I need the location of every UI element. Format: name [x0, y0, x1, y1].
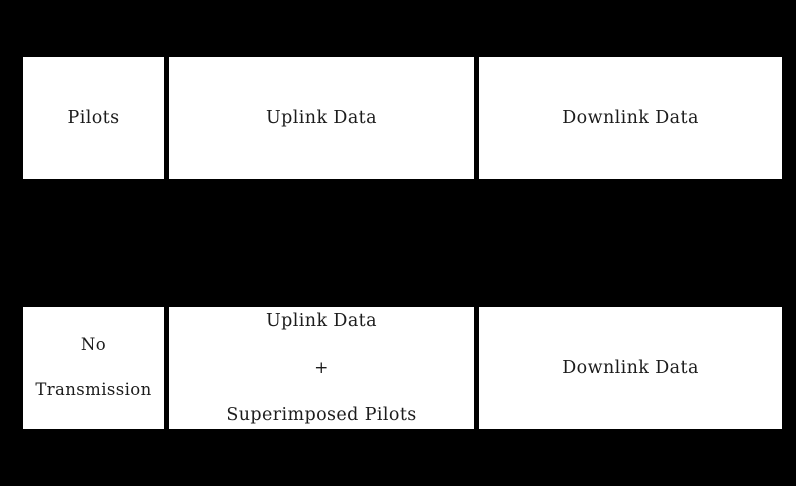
plus-sign-icon: + [314, 357, 329, 378]
slot-downlink-data: Downlink Data [478, 56, 783, 180]
slot-downlink-data-label: Downlink Data [562, 107, 699, 128]
slot-no-transmission-label-line-2: Transmission [35, 380, 152, 400]
slot-uplink-superimposed-label-line-1: Uplink Data [266, 310, 377, 331]
slot-uplink-data-label: Uplink Data [266, 107, 377, 128]
slot-downlink-data-2: Downlink Data [478, 306, 783, 430]
slot-uplink-data-superimposed: Uplink Data + Superimposed Pilots [168, 306, 475, 430]
slot-uplink-data: Uplink Data [168, 56, 475, 180]
slot-uplink-superimposed-label: Uplink Data + Superimposed Pilots [222, 307, 420, 429]
slot-no-transmission-label: No Transmission [31, 311, 155, 425]
slot-no-transmission: No Transmission [22, 306, 165, 430]
slot-no-transmission-label-line-1: No [80, 334, 107, 354]
slot-pilots-label: Pilots [67, 107, 120, 128]
slot-pilots: Pilots [22, 56, 165, 180]
frame-row-conventional: Pilots Uplink Data Downlink Data [22, 56, 785, 180]
slot-downlink-data-2-label: Downlink Data [562, 357, 699, 378]
slot-uplink-superimposed-label-line-3: Superimposed Pilots [226, 405, 417, 426]
frame-row-superimposed: No Transmission Uplink Data + Superimpos… [22, 306, 785, 430]
